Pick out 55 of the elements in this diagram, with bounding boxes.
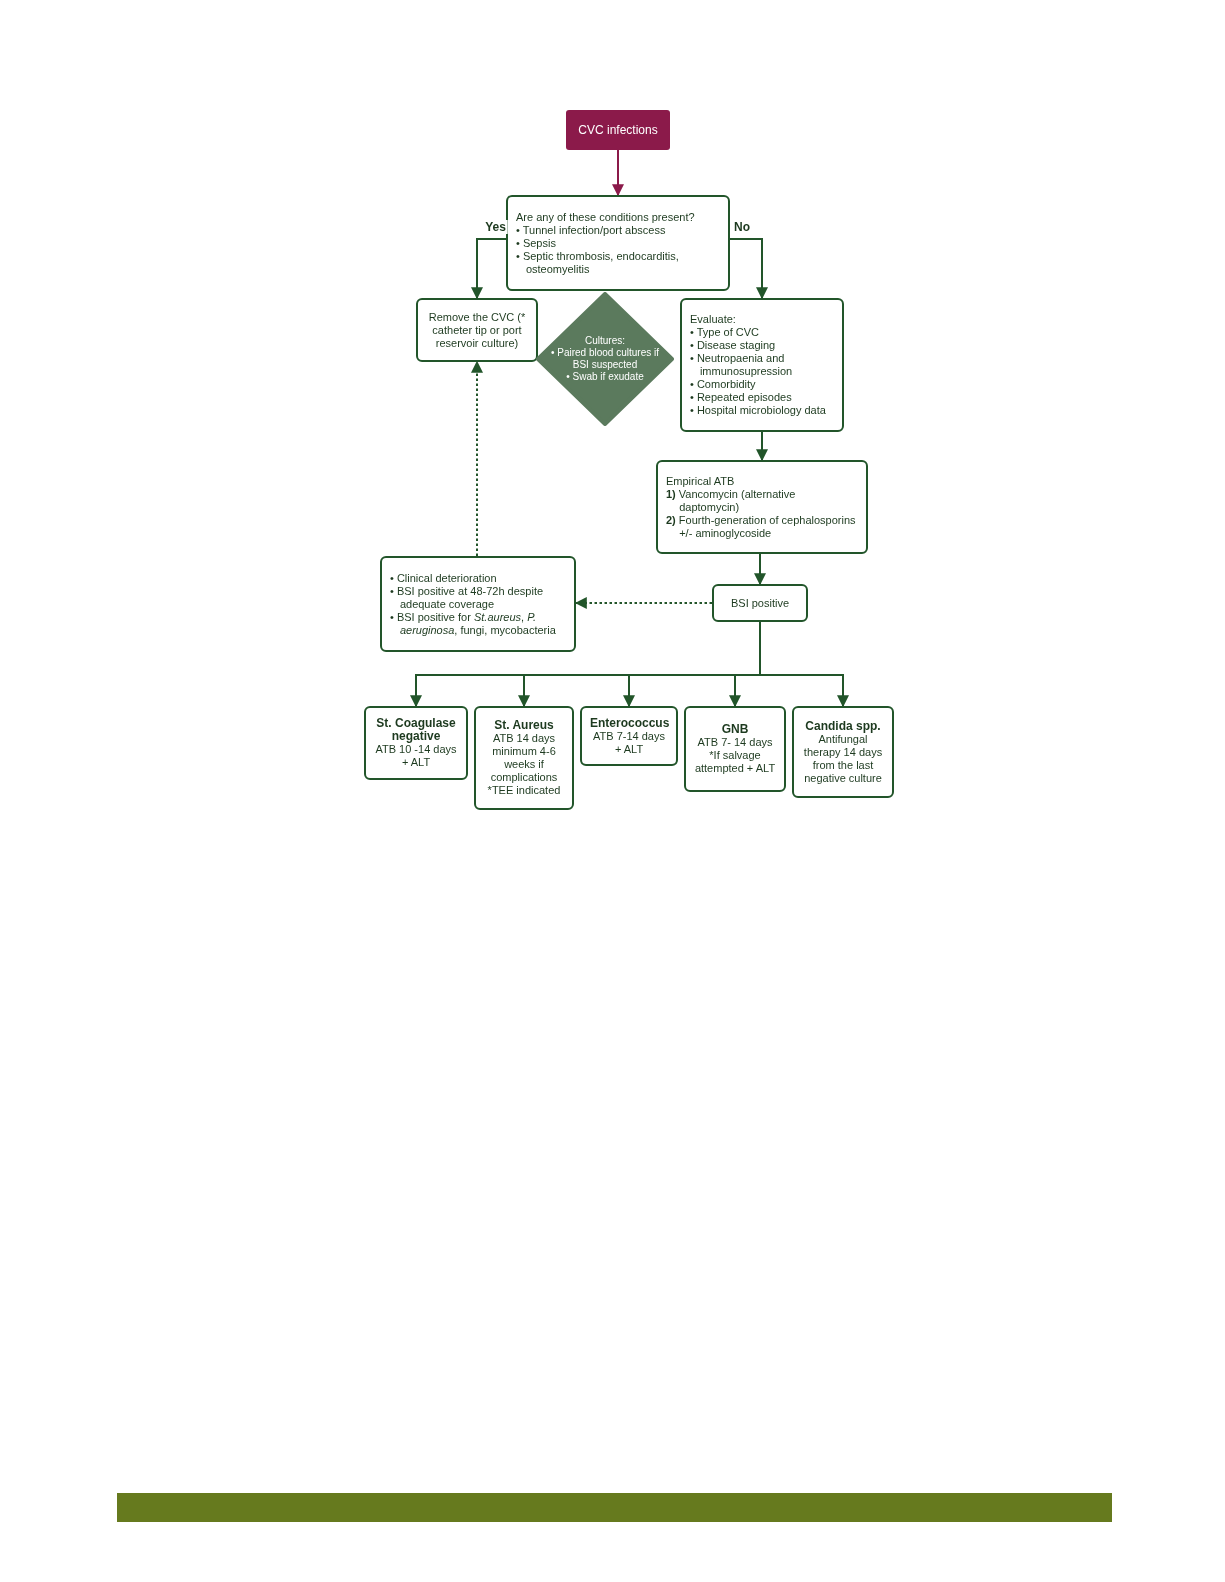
dashed-arrow [574, 597, 713, 609]
bullet-item: • Swab if exudate [565, 371, 645, 383]
question-box [506, 195, 730, 291]
heading-text: Evaluate: [690, 313, 737, 326]
process-box [580, 706, 678, 766]
box-text: ATB 10 -14 days + ALT [374, 743, 458, 769]
bullet-item: • Sepsis [516, 236, 557, 250]
edge-label: No [732, 220, 752, 234]
heading-text: St. Coagulase negative [375, 717, 457, 743]
box-text: ATB 7-14 days + ALT [592, 729, 666, 756]
bullet-item: • Repeated episodes [690, 391, 793, 404]
arrow [756, 431, 768, 462]
bullet-item: • BSI positive for St.aureus, P. aeruginosa, fungi, mycobacteria [390, 610, 557, 637]
bullet-item: • Disease staging [690, 339, 777, 352]
box-text: ATB 14 days minimum 4-6 weeks if complications *TEE indicated [486, 732, 562, 797]
bullet-item: • Paired blood cultures if BSI suspected [551, 347, 659, 371]
bullet-item: • Clinical deterioration [390, 571, 498, 585]
box-text: Remove the CVC (* catheter tip or port reservoir culture) [427, 310, 527, 350]
process-box [712, 584, 808, 622]
process-box [684, 706, 786, 792]
bullet-item: • Septic thrombosis, endocarditis, osteomyelitis [516, 249, 680, 276]
start-box [566, 110, 670, 150]
heading-text: GNB [720, 723, 750, 736]
arrow [612, 149, 624, 197]
box-text: BSI positive [729, 596, 791, 610]
heading-text: Enterococcus [590, 716, 668, 730]
process-box [656, 460, 868, 554]
process-box [380, 556, 576, 652]
heading-text: Empirical ATB [666, 474, 736, 488]
arrow [471, 238, 507, 300]
heading-text: Are any of these conditions present? [516, 210, 696, 224]
dashed-arrow [471, 360, 483, 557]
process-box [680, 298, 844, 432]
numbered-item: 2) Fourth-generation of cephalosporins +/- aminoglycoside [666, 513, 857, 540]
process-box [474, 706, 574, 810]
arrow [729, 238, 768, 300]
edge-label: Yes [483, 220, 508, 234]
numbered-item: 1) Vancomycin (alternative daptomycin) [666, 487, 797, 514]
process-box [416, 298, 538, 362]
arrow [754, 553, 766, 586]
bullet-item: • Neutropaenia and immunosupression [690, 352, 794, 378]
heading-text: St. Aureus [493, 719, 555, 732]
bullet-item: • BSI positive at 48-72h despite adequate coverage [390, 584, 545, 611]
box-text: CVC infections [578, 122, 658, 139]
bullet-item: • Hospital microbiology data [690, 404, 827, 417]
bullet-item: • Tunnel infection/port abscess [516, 223, 667, 237]
process-box [792, 706, 894, 798]
bullet-item: • Comorbidity [690, 378, 757, 391]
box-text: Antifungal therapy 14 days from the last negative culture [802, 732, 884, 785]
arrow [759, 621, 849, 708]
box-text: ATB 7- 14 days *If salvage attempted + ALT [694, 736, 776, 775]
heading-text: Cultures: [584, 335, 626, 347]
bullet-item: • Type of CVC [690, 326, 761, 339]
heading-text: Candida spp. [804, 719, 882, 733]
process-box [364, 706, 468, 780]
